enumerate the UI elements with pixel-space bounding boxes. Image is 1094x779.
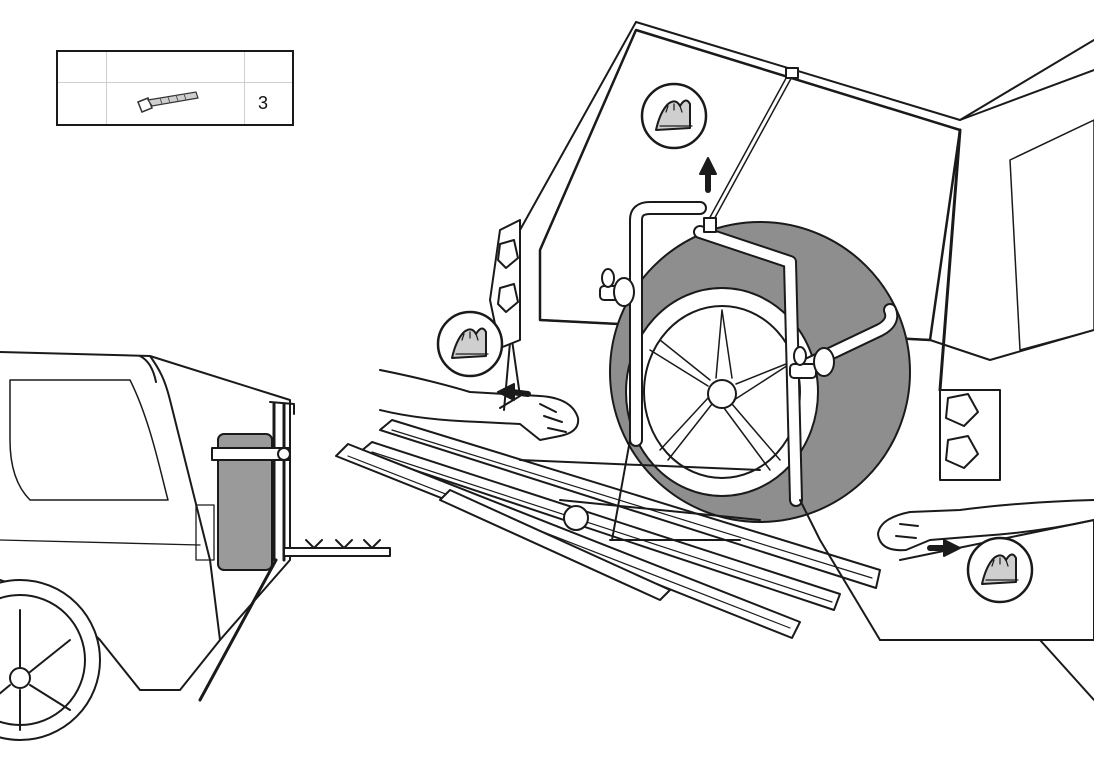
strong-arm-icon [966,536,1034,604]
parts-table-divider [58,82,292,83]
right-hand [877,499,1094,552]
arrow-left-icon [497,383,531,401]
strong-arm-icon [436,310,504,378]
part-quantity: 3 [258,93,269,113]
arrow-right-icon [927,539,961,557]
parts-table-divider [106,52,107,124]
vehicle-rear-wheel [0,579,101,741]
carrier-frame [599,201,899,507]
bike-rails [335,419,881,641]
frame-knob-right [789,346,835,379]
arrow-up-icon [699,157,717,193]
top-strap [703,67,799,233]
parts-table-divider [244,52,245,124]
rail-knob [563,505,589,531]
frame-knob-left [599,268,635,307]
spare-wheel-bag-side [217,433,273,571]
mounted-rack-side-view [198,401,391,702]
strong-arm-icon [640,82,708,150]
bolt-icon [137,91,199,113]
parts-table: 3 [56,50,294,126]
vehicle-rear-view [489,21,1094,701]
spare-tire [609,221,911,523]
left-hand [379,369,580,441]
